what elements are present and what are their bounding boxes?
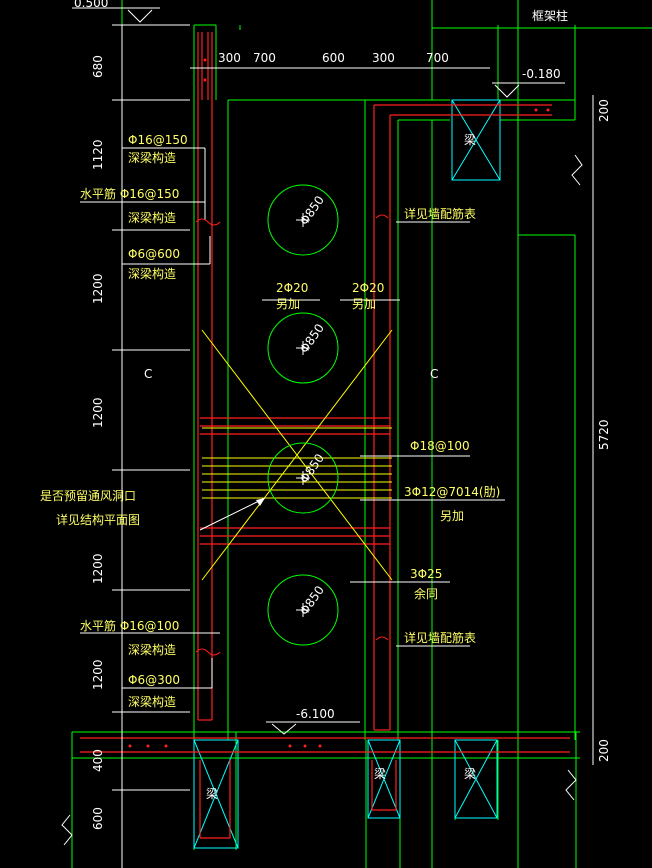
top-dim-1: 300	[218, 51, 241, 65]
top-dim-3: 600	[322, 51, 345, 65]
top-dim-2: 700	[253, 51, 276, 65]
frame-column-title: 框架柱	[532, 8, 568, 23]
wall-outlines	[71, 0, 652, 868]
right-dim-3: 200	[597, 739, 611, 762]
label-l1a: Φ16@150	[128, 133, 188, 147]
label-r3b: 另加	[440, 509, 464, 523]
label-add2b: 另加	[352, 297, 376, 311]
label-add1b: 另加	[276, 297, 300, 311]
elevation-bottom: -6.100	[296, 707, 335, 721]
label-r3a: 3Φ12@7014(肋)	[404, 484, 500, 499]
elevation-right: -0.180	[522, 67, 561, 81]
section-mark-right: C	[430, 367, 438, 381]
beam-label-top: 梁	[464, 132, 476, 147]
opening-centers	[296, 213, 310, 617]
opening-label-2: Φ850	[297, 321, 327, 356]
left-dim-4: 1200	[91, 397, 105, 428]
label-l2b: 深梁构造	[128, 210, 176, 225]
label-add1a: 2Φ20	[276, 281, 308, 295]
beam-label-bottom-2: 梁	[374, 766, 386, 781]
left-dim-6: 1200	[91, 659, 105, 690]
label-l2a: 水平筋 Φ16@150	[80, 186, 179, 201]
top-dim-5: 700	[426, 51, 449, 65]
label-l1b: 深梁构造	[128, 150, 176, 165]
opening-label-4: Φ850	[297, 583, 327, 618]
text-layer: 0.500 框架柱 300 700 600 300 700 -0.180 -6.…	[74, 0, 611, 830]
tie-marks	[195, 214, 389, 656]
label-l3a: Φ6@600	[128, 247, 180, 261]
left-dim-2: 1120	[91, 139, 105, 170]
left-dim-3: 1200	[91, 273, 105, 304]
left-dim-7: 400	[91, 749, 105, 772]
left-dim-1: 680	[91, 55, 105, 78]
opening-label-3: Φ850	[297, 451, 327, 486]
label-add2a: 2Φ20	[352, 281, 384, 295]
label-r2: Φ18@100	[410, 439, 470, 453]
diagonal-bars	[201, 329, 393, 581]
label-note2: 详见结构平面图	[56, 512, 140, 527]
leader-lines	[80, 147, 505, 689]
beam-boxes	[193, 99, 501, 849]
label-r4a: 3Φ25	[410, 567, 442, 581]
label-note1: 是否预留通风洞口	[40, 489, 136, 503]
opening-label-1: Φ850	[297, 193, 327, 228]
left-dim-8: 600	[91, 807, 105, 830]
elevation-top: 0.500	[74, 0, 108, 10]
beam-labels: 梁 梁 梁 梁	[206, 132, 476, 801]
openings	[267, 184, 339, 646]
rebar-dots	[128, 58, 550, 748]
label-l4a: 水平筋 Φ16@100	[80, 618, 179, 633]
right-dim-2: 5720	[597, 419, 611, 450]
rebar-lines	[80, 32, 570, 839]
beam-label-bottom-1: 梁	[206, 786, 218, 801]
elevation-markers	[72, 7, 565, 735]
label-l5b: 深梁构造	[128, 694, 176, 709]
opening-labels: Φ850 Φ850 Φ850 Φ850	[297, 193, 327, 618]
right-dim-1: 200	[597, 99, 611, 122]
top-dim-4: 300	[372, 51, 395, 65]
beam-label-bottom-3: 梁	[464, 766, 476, 781]
left-dim-5: 1200	[91, 553, 105, 584]
label-r1: 详见墙配筋表	[404, 206, 476, 221]
section-mark-left: C	[144, 367, 152, 381]
label-r5: 详见墙配筋表	[404, 630, 476, 645]
rebar-annotations: Φ16@150 深梁构造 水平筋 Φ16@150 深梁构造 Φ6@600 深梁构…	[40, 133, 500, 709]
label-r4b: 余同	[414, 586, 438, 601]
label-l3b: 深梁构造	[128, 266, 176, 281]
note-arrow-icon	[256, 498, 265, 506]
label-l4b: 深梁构造	[128, 642, 176, 657]
label-l5a: Φ6@300	[128, 673, 180, 687]
